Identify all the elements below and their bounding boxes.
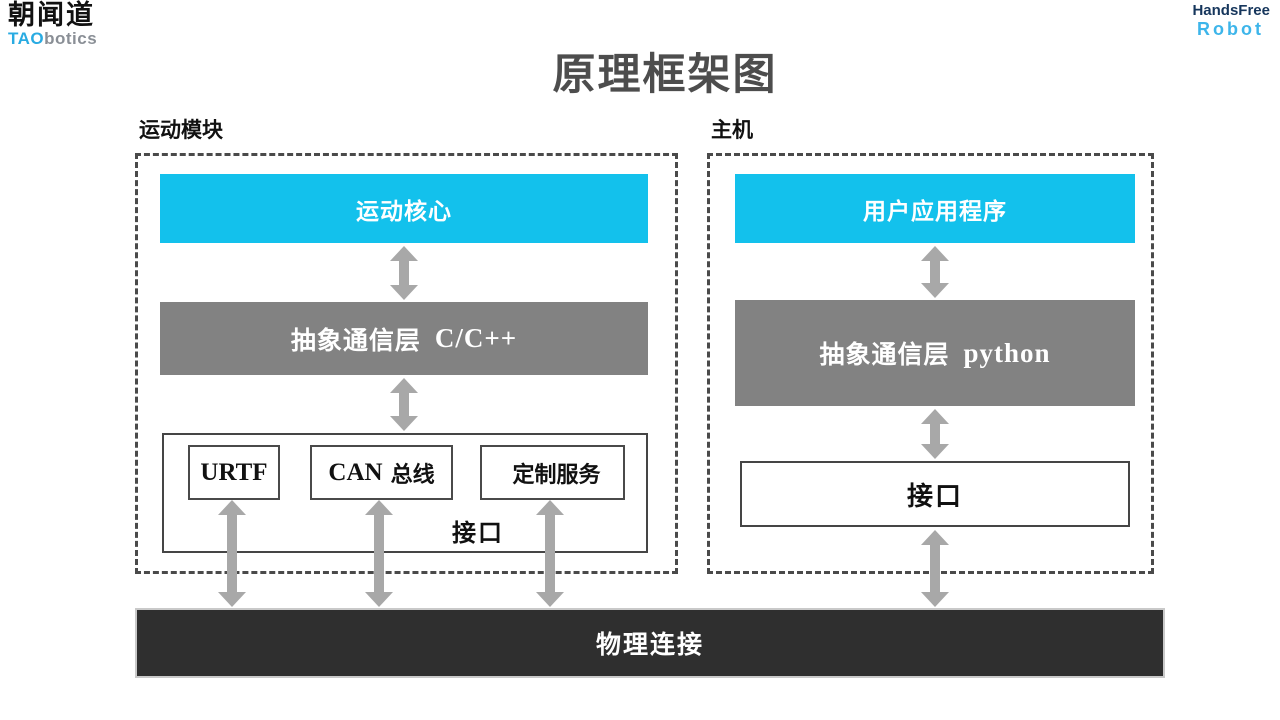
physical-connection-bar: 物理连接 xyxy=(135,608,1165,678)
double-arrow xyxy=(921,530,949,607)
handsfree-logo: HandsFree Robot xyxy=(1192,2,1270,39)
page-title: 原理框架图 xyxy=(552,51,778,99)
motion-interface-label: 接口 xyxy=(452,520,504,547)
can-bus-label-en: CAN xyxy=(328,458,383,486)
motion-core-box: 运动核心 xyxy=(160,174,648,243)
comm-layer-c-box: 抽象通信层 C/C++ xyxy=(160,302,648,375)
comm-layer-python-box: 抽象通信层 python xyxy=(735,300,1135,406)
custom-service-box: 定制服务 xyxy=(480,445,625,500)
logo-wordmark-rest: botics xyxy=(44,29,98,49)
comm-layer-python-zh: 抽象通信层 xyxy=(819,341,950,369)
comm-layer-c-en: C/C++ xyxy=(434,323,518,353)
can-bus-label-zh: 总线 xyxy=(390,461,435,487)
double-arrow xyxy=(921,246,949,298)
handsfree-logo-line1: HandsFree xyxy=(1192,2,1270,19)
double-arrow xyxy=(390,246,418,300)
motion-module-group xyxy=(135,153,678,574)
logo-calligraphy-text: 朝闻道 xyxy=(8,0,95,31)
taobotics-logo: 朝闻道 TAObotics xyxy=(8,0,97,48)
custom-service-label-zh: 定制服务 xyxy=(512,461,601,487)
motion-module-label: 运动模块 xyxy=(139,119,223,142)
double-arrow xyxy=(218,500,246,607)
urtf-label: URTF xyxy=(200,458,268,486)
double-arrow xyxy=(921,409,949,459)
motion-interface-box: URTF CAN 总线 定制服务 接口 xyxy=(162,433,648,553)
double-arrow xyxy=(536,500,564,607)
host-interface-box: 接口 xyxy=(740,461,1130,527)
host-label: 主机 xyxy=(711,119,753,142)
can-bus-box: CAN 总线 xyxy=(310,445,453,500)
logo-wordmark: TAObotics xyxy=(8,30,97,48)
comm-layer-c-zh: 抽象通信层 xyxy=(290,326,421,355)
urtf-box: URTF xyxy=(188,445,280,500)
logo-wordmark-accent: TAO xyxy=(8,29,45,49)
comm-layer-python-en: python xyxy=(963,337,1051,368)
handsfree-logo-line2: Robot xyxy=(1197,18,1264,39)
double-arrow xyxy=(365,500,393,607)
user-application-box: 用户应用程序 xyxy=(735,174,1135,243)
double-arrow xyxy=(390,378,418,431)
